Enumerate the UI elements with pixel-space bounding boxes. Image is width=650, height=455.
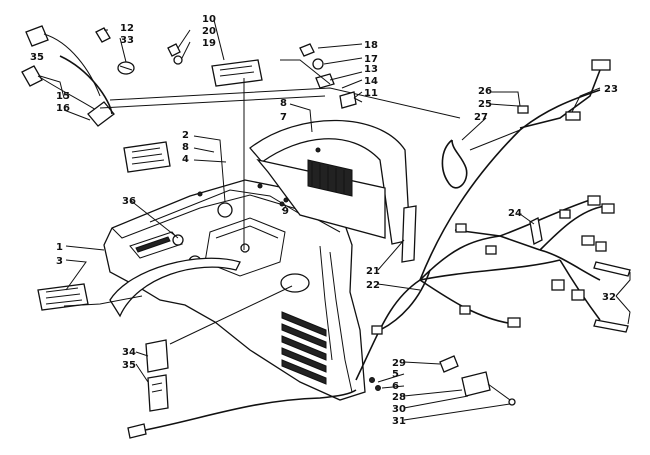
decal-lower xyxy=(37,283,89,311)
reflector xyxy=(145,339,169,373)
hood-panel xyxy=(249,119,411,245)
decal-top xyxy=(211,59,263,87)
callout-5: 5 xyxy=(392,369,399,380)
callout-10: 10 xyxy=(202,14,216,25)
callout-2: 2 xyxy=(182,130,189,141)
callout-24: 24 xyxy=(508,208,522,219)
callout-28: 28 xyxy=(392,392,406,403)
knob-33 xyxy=(95,27,135,75)
callout-18: 18 xyxy=(364,40,378,51)
callout-9: 9 xyxy=(282,206,289,217)
callout-29: 29 xyxy=(392,358,406,369)
callout-1: 1 xyxy=(56,242,63,253)
callout-33: 33 xyxy=(120,35,134,46)
callout-25: 25 xyxy=(478,99,492,110)
callout-34: 34 xyxy=(122,347,136,358)
callout-11: 11 xyxy=(364,88,378,99)
callout-31: 31 xyxy=(392,416,406,427)
reflector-label xyxy=(147,374,169,412)
lower-cable xyxy=(134,389,357,433)
callout-35-lower: 35 xyxy=(122,360,136,371)
callout-13: 13 xyxy=(364,64,378,75)
callout-20: 20 xyxy=(202,26,216,37)
callout-15: 15 xyxy=(56,91,70,102)
callout-36: 36 xyxy=(122,196,136,207)
callout-8: 8 xyxy=(182,142,189,153)
bracket xyxy=(401,205,417,263)
callout-4: 4 xyxy=(182,154,189,165)
callout-26: 26 xyxy=(478,86,492,97)
callout-3: 3 xyxy=(56,256,63,267)
knob-19 xyxy=(167,43,183,65)
decal-upper xyxy=(123,141,171,173)
switch-cluster-right xyxy=(299,43,363,109)
callout-12: 12 xyxy=(120,23,134,34)
callout-22: 22 xyxy=(366,280,380,291)
callout-35-upper: 35 xyxy=(30,52,44,63)
callout-27: 27 xyxy=(474,112,488,123)
callout-32: 32 xyxy=(602,292,616,303)
callout-21: 21 xyxy=(366,266,380,277)
callout-30: 30 xyxy=(392,404,406,415)
wiring-harness xyxy=(355,59,631,381)
callout-8-upper: 8 xyxy=(280,98,287,109)
callout-14: 14 xyxy=(364,76,378,87)
callout-7: 7 xyxy=(280,112,287,123)
callout-19: 19 xyxy=(202,38,216,49)
trim-strip xyxy=(109,257,241,318)
callout-16: 16 xyxy=(56,103,70,114)
callout-6: 6 xyxy=(392,381,399,392)
callout-labels: 12 33 10 20 19 18 17 13 14 11 15 16 8 7 … xyxy=(30,14,618,427)
callout-23: 23 xyxy=(604,84,618,95)
switch-wire xyxy=(109,87,461,119)
relay-parts xyxy=(369,355,516,406)
leader-lines xyxy=(39,19,631,421)
console-louvres xyxy=(281,311,327,385)
callout-17: 17 xyxy=(364,54,378,65)
